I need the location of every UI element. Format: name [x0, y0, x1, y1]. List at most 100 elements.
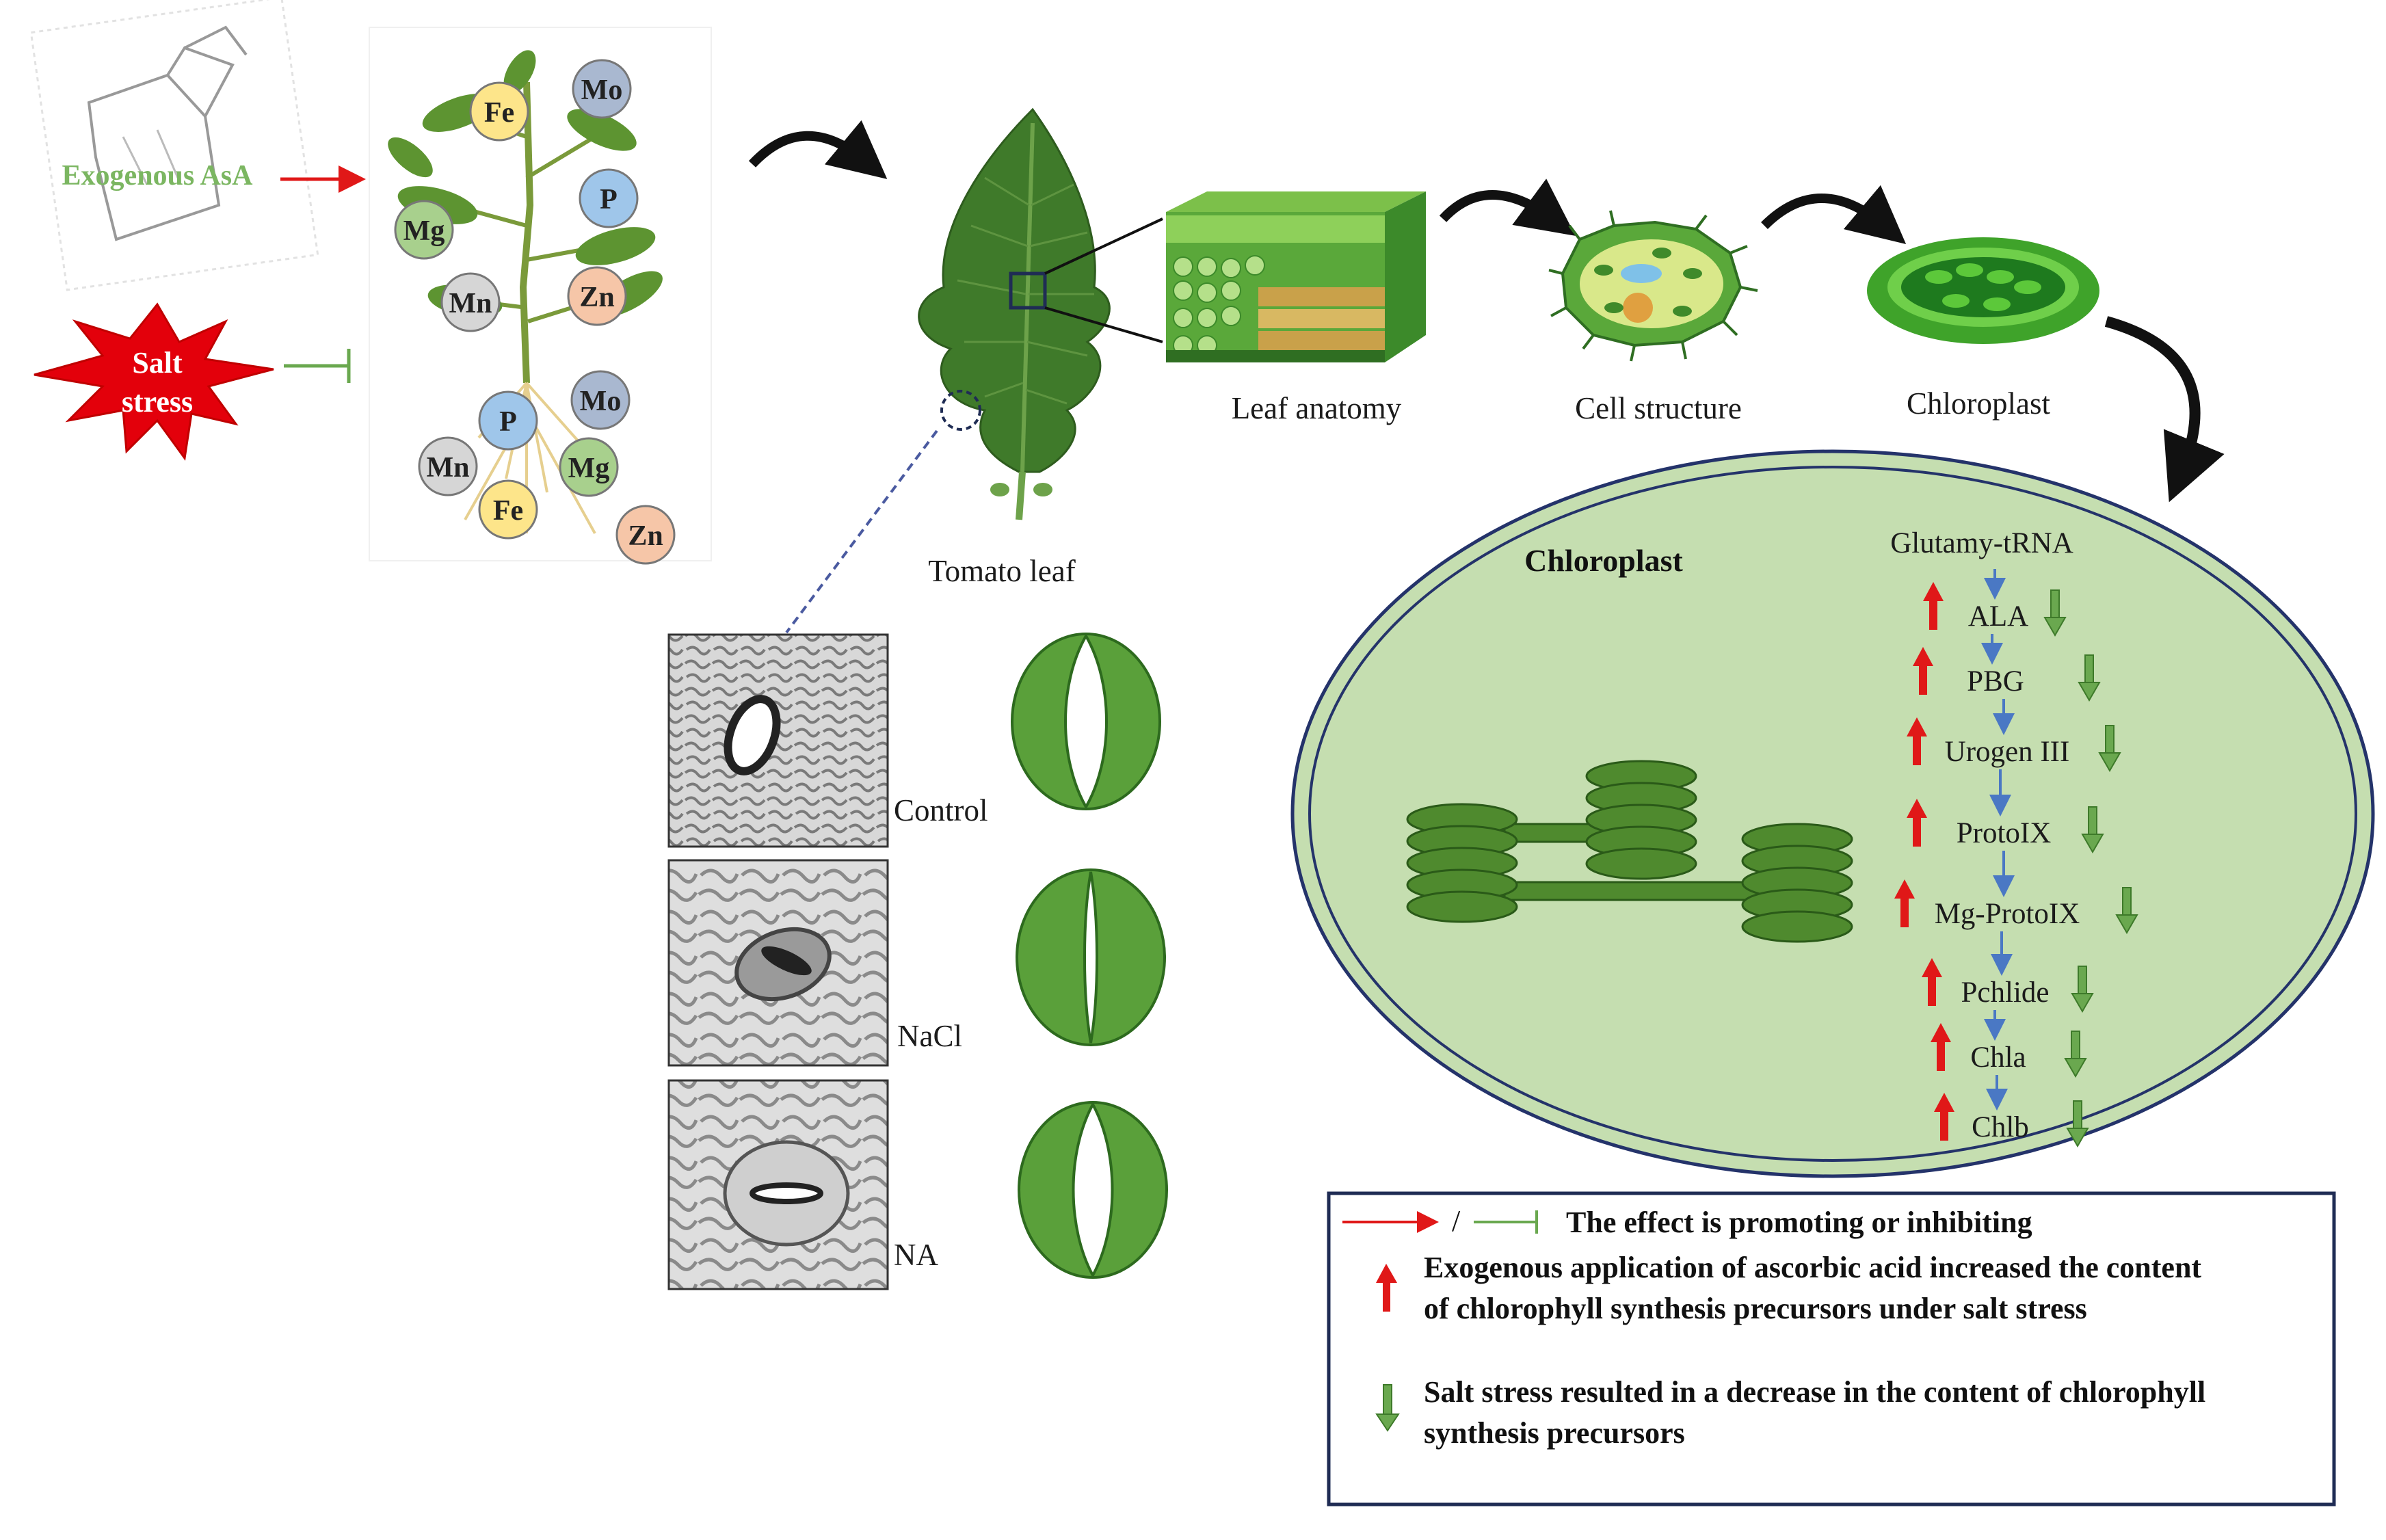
legend-inhibit-symbol [1474, 1210, 1538, 1234]
spray-label: Exogenous AsA [62, 160, 254, 191]
nutrient-circles-root: Mo P Mn Mg Fe Zn [418, 370, 676, 565]
nutrient-circle [478, 479, 538, 540]
increase-arrow-icon [1931, 1023, 1951, 1071]
nutrient-mn-shoot: Mn [440, 272, 501, 332]
nutrient-symbol: Mg [403, 215, 445, 247]
pathway-step: Pchlide [1961, 977, 2050, 1009]
decrease-arrow-icon [2078, 654, 2101, 702]
nutrient-circle [559, 437, 619, 497]
nutrient-circle [579, 168, 639, 228]
stomata-label: NA [894, 1238, 938, 1272]
zoom-line [1044, 217, 1163, 275]
curved-arrow [1439, 178, 1576, 236]
legend-box: / The effect is promoting or inhibiting … [1327, 1191, 2336, 1506]
tomato-plant [369, 27, 712, 561]
nutrient-mo-shoot: Mo [572, 59, 632, 119]
zoom-line [785, 429, 938, 634]
micrograph-nacl [667, 859, 889, 1067]
micrograph-control [667, 633, 889, 848]
pathway-step: Urogen III [1945, 736, 2070, 768]
pathway-step: Chla [1970, 1041, 2026, 1074]
nutrient-symbol: Mn [449, 288, 492, 319]
decrease-arrow-icon [2115, 887, 2138, 935]
nutrient-circle [394, 200, 454, 260]
increase-arrow-icon [1923, 582, 1944, 630]
nutrient-p-root: P [478, 390, 538, 451]
micrograph-na [667, 1079, 889, 1290]
legend-effect-text: The effect is promoting or inhibiting [1566, 1206, 2032, 1239]
pathway-start: Glutamy-tRNA [1890, 527, 2073, 559]
stomata-label: Control [894, 793, 988, 827]
legend-up-text-1: Exogenous application of ascorbic acid i… [1424, 1251, 2201, 1284]
chloroplast-label: Chloroplast [1907, 386, 2050, 421]
nutrient-circles-shoot: Fe Mo P Mg Mn Zn [394, 59, 639, 332]
curved-arrow [748, 120, 888, 179]
nutrient-symbol: Zn [628, 520, 663, 552]
nutrient-zn-root: Zn [615, 505, 676, 565]
legend-up-text-2: of chlorophyll synthesis precursors unde… [1424, 1292, 2087, 1325]
salt-label-1: Salt [132, 346, 183, 380]
nutrient-zn-shoot: Zn [567, 266, 627, 326]
nutrient-symbol: Fe [493, 495, 523, 527]
nutrient-symbol: Mo [581, 75, 623, 106]
grana-stacks [1406, 760, 1853, 943]
nutrient-circle [478, 390, 538, 451]
decrease-arrow-icon [2098, 725, 2121, 773]
guard-cells-nacl [1016, 868, 1166, 1046]
chloroplast-diagram [1290, 449, 2375, 1178]
nutrient-circle [440, 272, 501, 332]
tomato-leaf-label: Tomato leaf [928, 554, 1076, 588]
tomato-leaf [918, 107, 1111, 520]
nutrient-symbol: P [600, 184, 618, 215]
increase-arrow-icon [1913, 647, 1933, 695]
spray-bottle-icon [29, 0, 319, 291]
increase-arrow-icon [1894, 879, 1915, 927]
legend-up-arrow-icon [1376, 1264, 1397, 1312]
nutrient-circle [469, 81, 529, 142]
inhibit-arrow [284, 349, 351, 383]
nutrient-fe-root: Fe [478, 479, 538, 540]
nutrient-symbol: Mg [568, 453, 610, 484]
legend-down-text-2: synthesis precursors [1424, 1416, 1685, 1450]
decrease-arrow-icon [2043, 589, 2067, 637]
nutrient-symbol: P [499, 406, 517, 438]
stomata-label: NaCl [897, 1019, 962, 1053]
salt-stress-burst [34, 302, 274, 461]
cell-structure-label: Cell structure [1575, 391, 1742, 425]
decrease-arrow-icon [2066, 1100, 2089, 1148]
nutrient-circle [572, 59, 632, 119]
nutrient-circle [567, 266, 627, 326]
pathway-step: ALA [1968, 600, 2028, 633]
nutrient-mo-root: Mo [570, 370, 631, 430]
nutrient-mg-shoot: Mg [394, 200, 454, 260]
nutrient-symbol: Mn [427, 452, 470, 483]
decrease-arrow-icon [2064, 1031, 2087, 1078]
curved-arrow [1761, 185, 1907, 245]
cell-structure-icon [1548, 210, 1758, 362]
stomata-panels [667, 633, 889, 1290]
decrease-arrow-icon [2071, 966, 2094, 1013]
increase-arrow-icon [1907, 717, 1927, 765]
increase-arrow-icon [1922, 958, 1942, 1006]
pathway-step: Mg-ProtoIX [1935, 898, 2080, 930]
leaf-anatomy-label: Leaf anatomy [1232, 391, 1402, 425]
pathway-step: ProtoIX [1957, 817, 2052, 849]
leaf-anatomy-block [1166, 191, 1426, 362]
nutrient-symbol: Mo [580, 386, 622, 417]
guard-cells-na [1018, 1101, 1168, 1279]
salt-label-2: stress [122, 385, 193, 419]
zoom-line [1044, 306, 1163, 343]
increase-arrow-icon [1934, 1093, 1954, 1141]
nutrient-circle [570, 370, 631, 430]
nutrient-symbol: Zn [579, 282, 614, 313]
legend-separator: / [1452, 1204, 1461, 1238]
decrease-arrow-icon [2081, 806, 2104, 854]
nutrient-circle [418, 436, 478, 496]
legend-down-text-1: Salt stress resulted in a decrease in th… [1424, 1375, 2205, 1409]
legend-down-arrow-icon [1375, 1384, 1400, 1432]
pathway-step: Chlb [1972, 1111, 2029, 1143]
chloroplast-icon [1867, 237, 2099, 344]
nutrient-mg-root: Mg [559, 437, 619, 497]
